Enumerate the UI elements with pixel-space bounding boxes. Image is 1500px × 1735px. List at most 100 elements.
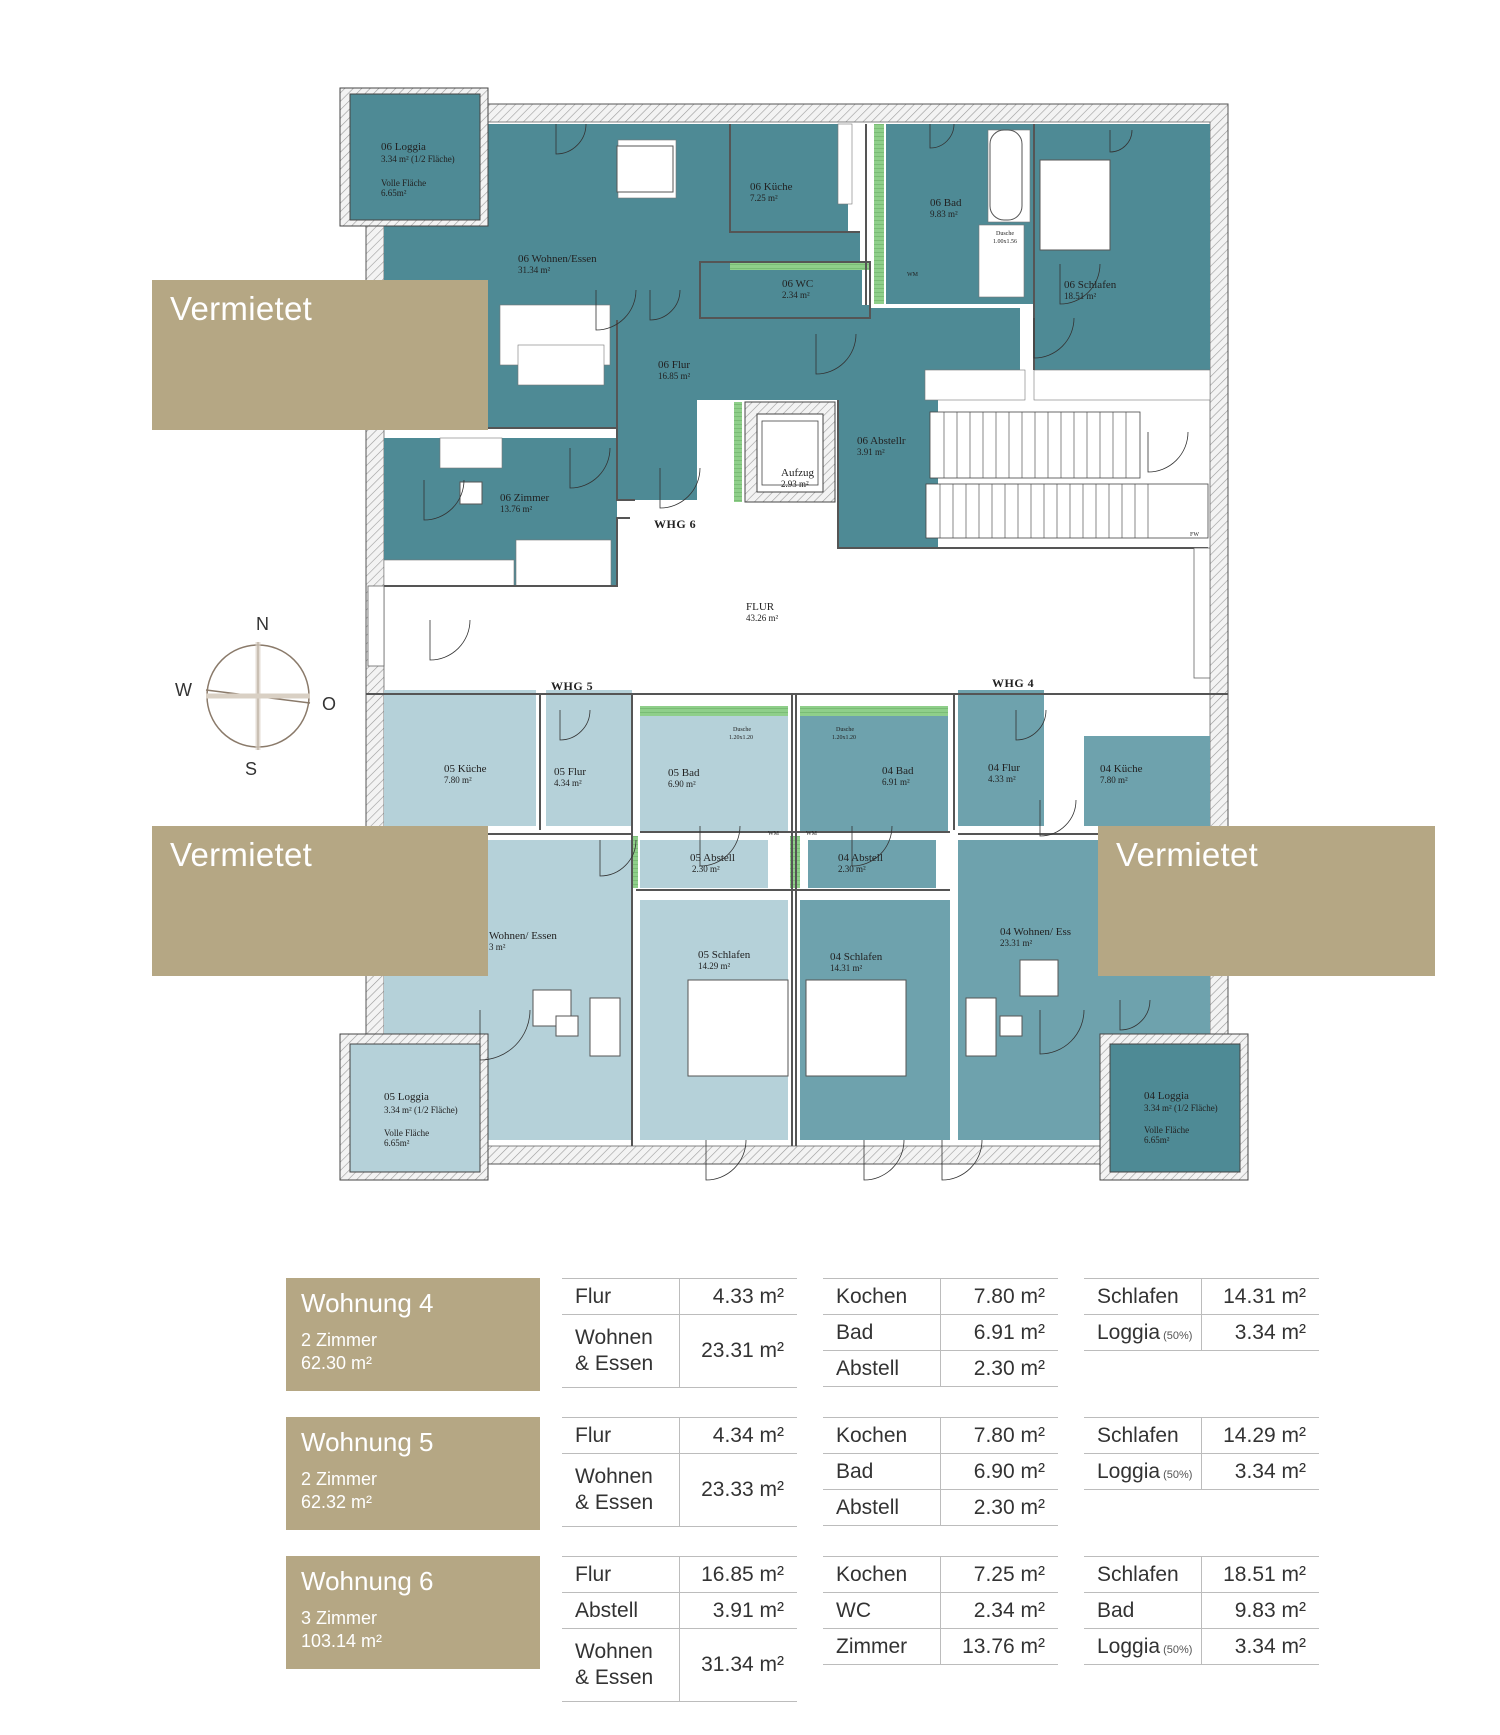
label-05-schlafen: 05 Schlafen [698,949,751,961]
label-06-wohnen: 06 Wohnen/Essen [518,253,597,265]
svg-text:6.65m²: 6.65m² [384,1138,410,1148]
apartment-name: Wohnung 4 [301,1288,434,1318]
door-swing [851,825,893,867]
apartment-rooms: 2 Zimmer [301,1330,377,1350]
apartment-tags: WHG 6 WHG 5 WHG 4 [551,517,1034,693]
apartment-total-area: 62.32 m² [301,1492,373,1512]
svg-text:2.30 m²: 2.30 m² [838,864,866,874]
compass-n: N [256,614,269,634]
label-06-zimmer: 06 Zimmer [500,492,550,504]
room-name: Kochen [823,1278,941,1315]
rented-badge-label: Vermietet [170,836,313,873]
rented-badge-whg4: Vermietet [1098,826,1435,976]
room-name: Bad [1084,1592,1202,1629]
room-area: 23.33 m² [679,1453,797,1527]
label-06-kueche: 06 Küche [750,181,793,193]
door-swing [659,467,701,509]
svg-text:23.31 m²: 23.31 m² [1000,938,1033,948]
room-name: Abstell [823,1350,941,1387]
svg-text:3.91 m²: 3.91 m² [857,447,885,457]
label-05-abstell: 05 Abstell [690,852,735,864]
room-name: Bad [823,1453,941,1490]
svg-text:6.91 m²: 6.91 m² [882,777,910,787]
label-05-flur: 05 Flur [554,766,586,778]
room-name: Kochen [823,1417,941,1454]
door-swing [815,333,857,375]
room-name: WC [823,1592,941,1629]
room-name: Kochen [823,1556,941,1593]
room-area: 13.76 m² [940,1628,1058,1665]
label-04-wohnen: 04 Wohnen/ Ess [1000,926,1071,938]
label-06-flur: 06 Flur [658,359,690,371]
room-name: Wohnen& Essen [562,1628,680,1702]
svg-text:3.34 m² (1/2 Fläche): 3.34 m² (1/2 Fläche) [381,154,455,164]
whg5-tag: WHG 5 [551,679,593,693]
room-area: 23.31 m² [679,1314,797,1388]
loggia-note: (50%) [1160,1643,1193,1656]
room-area: 31.34 m² [679,1628,797,1702]
room-name: Abstell [562,1592,680,1629]
svg-text:1.20x1.20: 1.20x1.20 [729,735,753,741]
apartment-rooms: 2 Zimmer [301,1469,377,1489]
svg-text:WM: WM [768,831,780,837]
room-area: 7.80 m² [940,1278,1058,1315]
area-row: Loggia (50%)3.34 m² [1084,1628,1319,1665]
room-name: Zimmer [823,1628,941,1665]
room-name: Loggia (50%) [1084,1628,1202,1665]
room-area: 14.29 m² [1201,1417,1319,1454]
label-04-abstell: 04 Abstell [838,852,883,864]
door-swing [929,123,955,149]
door-swing [1039,1009,1085,1055]
label-05-wohnen: Wohnen/ Essen [489,930,557,942]
room-area: 3.34 m² [1201,1453,1319,1490]
svg-text:16.85 m²: 16.85 m² [658,371,691,381]
door-swing [1033,317,1075,359]
svg-text:WM: WM [806,831,818,837]
room-area: 6.91 m² [940,1314,1058,1351]
loggia-04 [1099,1033,1249,1181]
label-flur: FLUR [746,601,775,613]
room-area: 7.25 m² [940,1556,1058,1593]
svg-text:18.51 m²: 18.51 m² [1064,291,1097,301]
label-05-loggia: 05 Loggia [384,1091,429,1103]
door-swing [569,447,611,489]
svg-text:7.80 m²: 7.80 m² [444,775,472,785]
door-swing [1119,999,1151,1031]
svg-text:3 m²: 3 m² [489,942,506,952]
room-area: 4.33 m² [679,1278,797,1315]
room-area: 7.80 m² [940,1417,1058,1454]
room-area: 14.31 m² [1201,1278,1319,1315]
room-area: 3.34 m² [1201,1628,1319,1665]
svg-text:3.34 m² (1/2 Fläche): 3.34 m² (1/2 Fläche) [1144,1103,1218,1113]
room-name: Flur [562,1278,680,1315]
label-04-kueche: 04 Küche [1100,763,1143,775]
door-swing [559,709,591,741]
svg-text:Volle Fläche: Volle Fläche [384,1128,429,1138]
svg-text:WM: WM [907,272,919,278]
svg-text:6.90 m²: 6.90 m² [668,779,696,789]
whg6-tag: WHG 6 [654,517,696,531]
rented-badge-label: Vermietet [1116,836,1259,873]
door-swing [1059,263,1101,305]
room-name: Schlafen [1084,1417,1202,1454]
room-area: 2.34 m² [940,1592,1058,1629]
room-name: Schlafen [1084,1556,1202,1593]
room-area: 16.85 m² [679,1556,797,1593]
svg-text:1.20x1.20: 1.20x1.20 [832,735,856,741]
whg4-area [800,690,1210,1140]
